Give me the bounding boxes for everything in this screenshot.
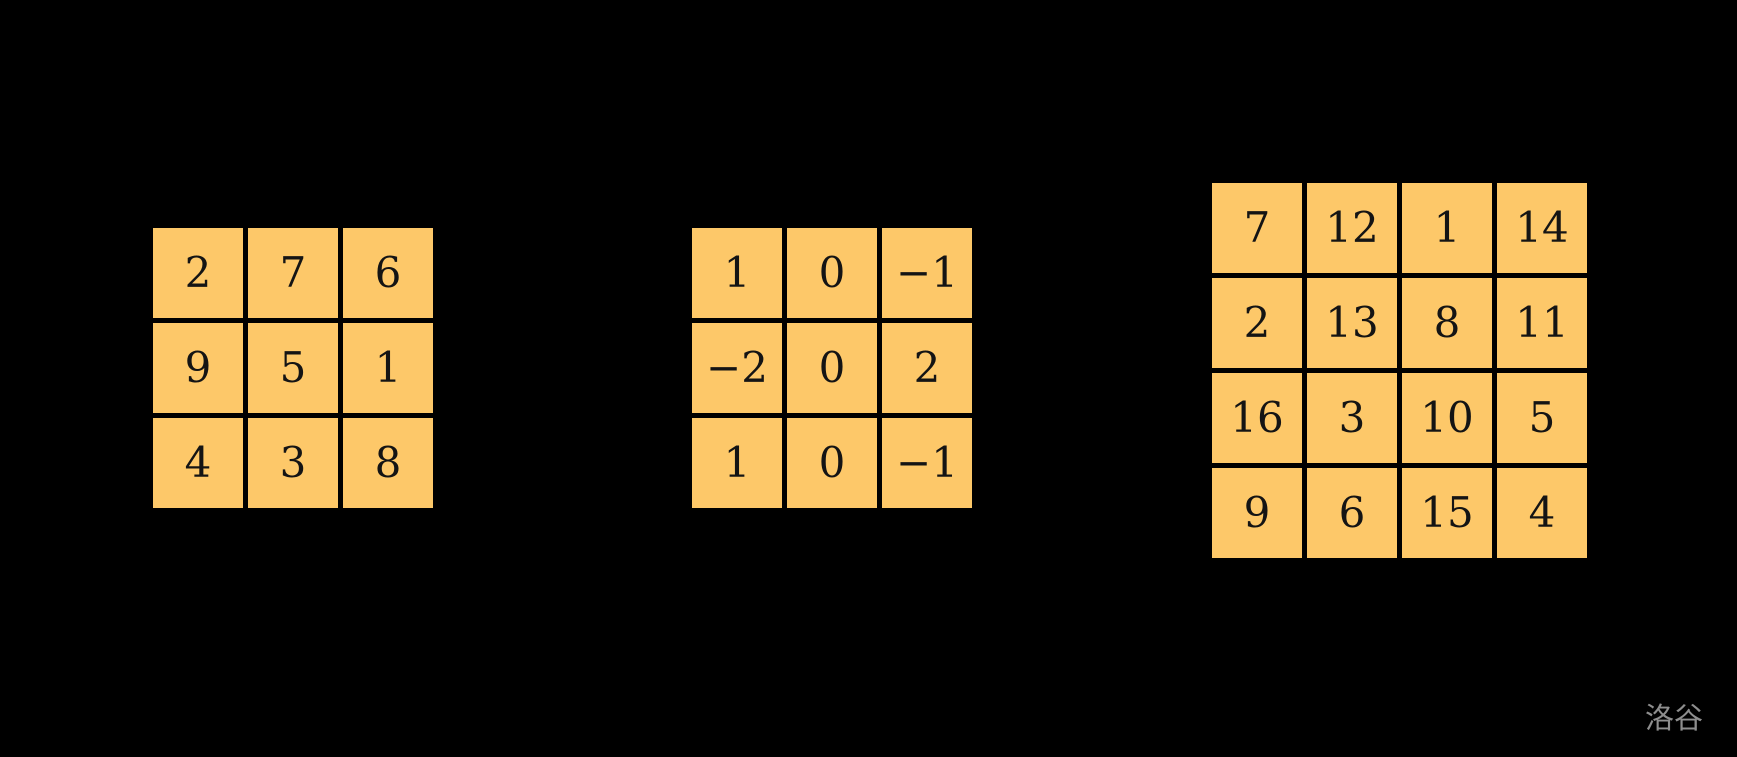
grid-cell-r1c2: 0 <box>787 228 877 318</box>
grid-cell-r2c4: 11 <box>1497 278 1587 368</box>
grid-cell-r1c2: 12 <box>1307 183 1397 273</box>
grid-cell-r4c2: 6 <box>1307 468 1397 558</box>
grid-cell-r3c2: 3 <box>248 418 338 508</box>
grid-cell-r2c1: −2 <box>692 323 782 413</box>
grid-cell-r2c1: 9 <box>153 323 243 413</box>
grid-cell-r2c2: 13 <box>1307 278 1397 368</box>
grid-cell-r1c3: −1 <box>882 228 972 318</box>
luogu-watermark: 洛谷 <box>1644 701 1703 735</box>
grid-cell-r1c4: 14 <box>1497 183 1587 273</box>
grid-cell-r1c3: 6 <box>343 228 433 318</box>
grid-cell-r3c1: 16 <box>1212 373 1302 463</box>
grid-cell-r2c3: 8 <box>1402 278 1492 368</box>
grid-cell-r3c1: 1 <box>692 418 782 508</box>
grid-cell-r4c3: 15 <box>1402 468 1492 558</box>
grid-cell-r4c1: 9 <box>1212 468 1302 558</box>
grid-cell-r4c4: 4 <box>1497 468 1587 558</box>
grid-cell-r2c3: 1 <box>343 323 433 413</box>
grid-cell-r3c3: 8 <box>343 418 433 508</box>
grid-cell-r1c3: 1 <box>1402 183 1492 273</box>
grid-cell-r1c1: 7 <box>1212 183 1302 273</box>
grid-cell-r3c1: 4 <box>153 418 243 508</box>
grid-cell-r2c3: 2 <box>882 323 972 413</box>
grid-cell-r3c2: 3 <box>1307 373 1397 463</box>
grid-cell-r2c1: 2 <box>1212 278 1302 368</box>
grid-cell-r2c2: 5 <box>248 323 338 413</box>
grid-cell-r2c2: 0 <box>787 323 877 413</box>
grid-cell-r1c1: 2 <box>153 228 243 318</box>
grid-cell-r3c4: 5 <box>1497 373 1587 463</box>
grid-cell-r3c2: 0 <box>787 418 877 508</box>
grid-cell-r1c2: 7 <box>248 228 338 318</box>
grid-cell-r3c3: 10 <box>1402 373 1492 463</box>
grid-cell-r3c3: −1 <box>882 418 972 508</box>
grid-cell-r1c1: 1 <box>692 228 782 318</box>
